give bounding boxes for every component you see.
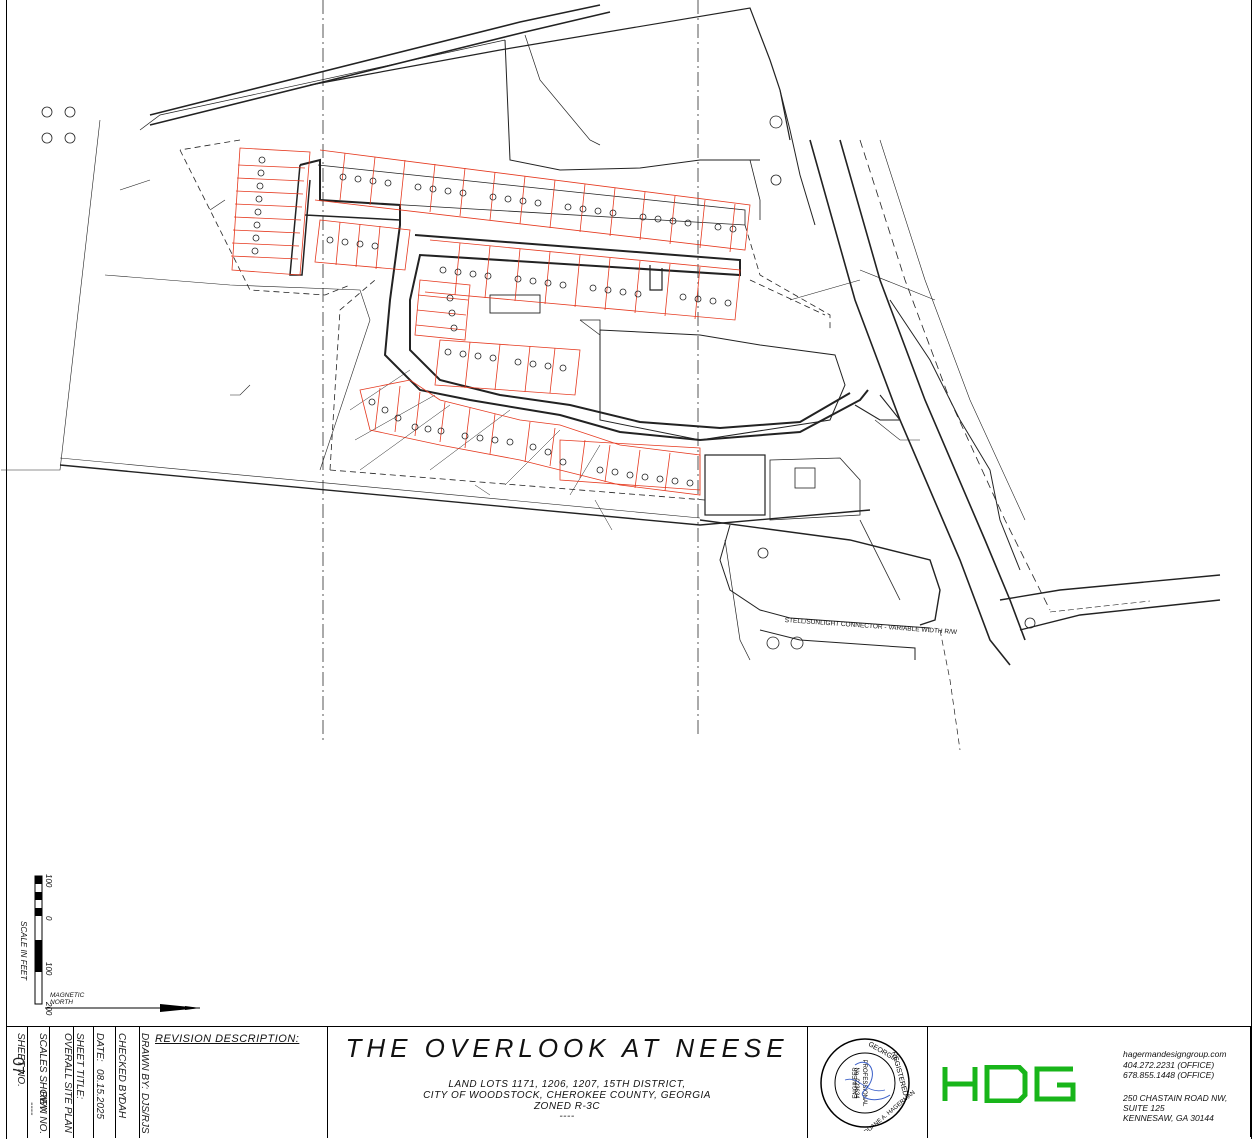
highway-east-edge bbox=[839, 139, 1026, 641]
property-boundary-north bbox=[309, 7, 791, 141]
tree-symbols bbox=[41, 106, 1036, 650]
drawn-by-value: DJS/RJS bbox=[139, 1093, 150, 1134]
engineer-seal: GEORGIA REGISTERED PROFESSIONAL No. 0236… bbox=[820, 1038, 915, 1131]
north-label-line1: MAGNETIC bbox=[50, 992, 85, 999]
svg-text:REGISTERED: REGISTERED bbox=[890, 1051, 909, 1097]
rev-label: REV. NO. bbox=[37, 1091, 48, 1135]
rev-no: ---- bbox=[26, 1102, 37, 1116]
north-arrow bbox=[45, 1004, 200, 1012]
drawn-by-label: DRAWN BY: bbox=[139, 1033, 150, 1090]
subtitle-line3: ZONED R-3C bbox=[533, 1101, 601, 1112]
contact-address-2: SUITE 125 bbox=[1123, 1103, 1165, 1113]
internal-road-inner bbox=[409, 234, 851, 430]
scale-tick-0: 0 bbox=[44, 916, 53, 921]
contact-phone-2: 678.855.1448 (OFFICE) bbox=[1123, 1070, 1215, 1080]
north-road bbox=[149, 4, 611, 126]
sheet-title-label: SHEET TITLE: bbox=[74, 1033, 85, 1100]
project-title: THE OVERLOOK AT NEESE bbox=[345, 1033, 789, 1063]
date-value: 08.15.2025 bbox=[94, 1069, 105, 1120]
title-block: SHEET NO. 07 SCALES SHOWN REV. NO. ---- … bbox=[6, 1026, 1251, 1138]
subtitle-line1: LAND LOTS 1171, 1206, 1207, 15TH DISTRIC… bbox=[448, 1079, 686, 1090]
sheet-border-left bbox=[6, 0, 7, 1139]
svg-text:No. 023634: No. 023634 bbox=[853, 1067, 859, 1099]
north-arrow-label: MAGNETIC NORTH bbox=[50, 992, 84, 1006]
date-label: DATE: bbox=[94, 1033, 105, 1062]
checked-by-label: CHECKED BY: bbox=[116, 1033, 127, 1101]
internal-road-outer bbox=[299, 158, 869, 442]
contact-website: hagermandesigngroup.com bbox=[1123, 1049, 1227, 1059]
lot-markers bbox=[251, 156, 737, 487]
stell-sunlight-connector bbox=[699, 519, 941, 626]
connector-road-south bbox=[1019, 599, 1221, 631]
property-boundary-south bbox=[59, 464, 871, 526]
firm-logo bbox=[942, 1065, 1076, 1103]
north-label-line2: NORTH bbox=[50, 999, 73, 1006]
contact-phone-1: 404.272.2231 (OFFICE) bbox=[1123, 1060, 1215, 1070]
checked-by-value: DAH bbox=[116, 1097, 127, 1119]
site-plan-drawing bbox=[1, 0, 1221, 1012]
graphic-scale-bar bbox=[34, 875, 43, 1005]
contact-address-1: 250 CHASTAIN ROAD NW, bbox=[1123, 1093, 1228, 1103]
subtitle-line2: CITY OF WOODSTOCK, CHEROKEE COUNTY, GEOR… bbox=[423, 1090, 711, 1101]
scale-label: SCALE IN FEET bbox=[19, 921, 28, 981]
sheet-title: OVERALL SITE PLAN bbox=[62, 1033, 73, 1133]
connector-road-north bbox=[999, 574, 1221, 601]
svg-text:PROFESSIONAL: PROFESSIONAL bbox=[861, 1060, 867, 1107]
revision-description-header: REVISION DESCRIPTION: bbox=[155, 1033, 300, 1045]
scale-tick-100-top: 100 bbox=[44, 874, 53, 888]
sheet-border-right bbox=[1251, 0, 1252, 1139]
contact-address-3: KENNESAW, GA 30144 bbox=[1123, 1113, 1214, 1123]
scale-tick-100: 100 bbox=[44, 962, 53, 976]
svg-text:ENGINEER: ENGINEER bbox=[853, 1067, 859, 1099]
lot-lines bbox=[230, 147, 751, 496]
highway-west-edge bbox=[809, 139, 1011, 666]
sheet-no: 07 bbox=[9, 1057, 26, 1075]
subtitle-rule: ---- bbox=[559, 1111, 575, 1122]
